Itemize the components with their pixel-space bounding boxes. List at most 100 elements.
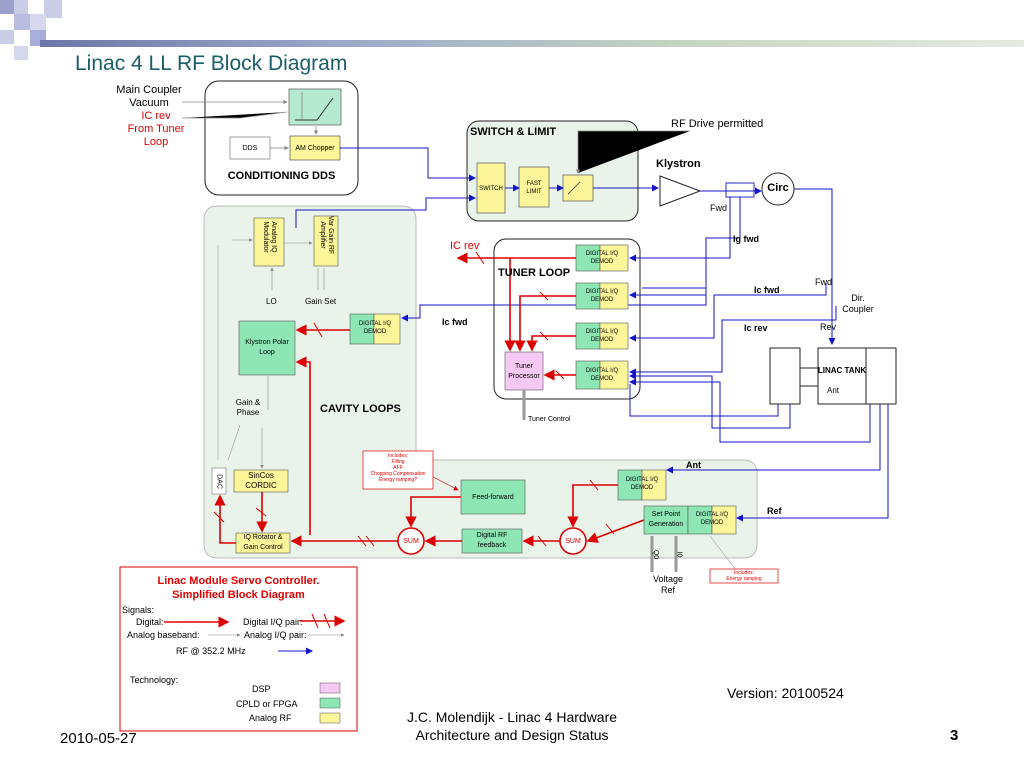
gain-set-label: Gain Set: [305, 297, 337, 306]
tuner-control-label: Tuner Control: [528, 416, 571, 423]
klystron-label: Klystron: [656, 158, 701, 170]
legend-rf: RF @ 352.2 MHz: [176, 646, 246, 656]
page-number: 3: [950, 727, 959, 744]
tank-cell-middle: [817, 347, 867, 405]
fwd-klystron-label: Fwd: [710, 203, 728, 213]
page-title: Linac 4 LL RF Block Diagram: [75, 52, 348, 75]
var-gain-amplifier: [313, 215, 339, 267]
klystron-polar-loop: [238, 320, 296, 376]
version-label: Version: 20100524: [727, 685, 844, 701]
tuner-demod-1-analog: [599, 244, 629, 272]
tuner-demod-2-analog: [599, 282, 629, 310]
digital-rf-feedback-block: [461, 528, 523, 554]
ig-fwd-label: Ig fwd: [733, 234, 759, 244]
fwd-coupler: [725, 182, 755, 198]
ic-rev-blue-label: Ic rev: [744, 323, 768, 333]
ref-demod-analog: [711, 505, 737, 535]
gain-phase-label: Gain &Phase: [235, 398, 261, 417]
tuner-processor-block: [504, 351, 544, 391]
ant-label: Ant: [686, 460, 701, 470]
set-point-generation: [643, 505, 689, 535]
switch-label: SWITCH: [479, 186, 503, 192]
rf-drive-permitted-label: RF Drive permitted: [671, 118, 764, 130]
analog-iq-modulator: [253, 217, 285, 267]
linac-tank-label: LINAC TANK: [817, 366, 867, 375]
tuner-demod-4-cpld: [575, 360, 601, 390]
vacuum-block: [288, 88, 342, 126]
switch-limit-title: SWITCH & LIMIT: [470, 126, 557, 138]
energy-ramping-note: Includes:Energy ramping: [726, 570, 762, 582]
tuner-demod-1-cpld: [575, 244, 601, 272]
legend-analog-iq: Analog I/Q pair:: [244, 630, 307, 640]
legend-analog-baseband: Analog baseband:: [127, 630, 200, 640]
includes-note-box: [362, 450, 434, 490]
legend-technology: Technology:: [130, 675, 179, 685]
ic-fwd-cavity-label: Ic fwd: [442, 317, 468, 327]
title-rule: [40, 40, 1024, 47]
legend-title: Linac Module Servo Controller.Simplified…: [157, 575, 320, 601]
sum-left-label: SUM: [403, 538, 419, 545]
ant-demod-cpld: [617, 469, 643, 501]
switch-block: [476, 162, 506, 214]
feed-forward-label: Feed-forward: [472, 494, 514, 501]
sum-right-label: SUM: [565, 538, 581, 545]
sincos-cordic: [233, 469, 289, 493]
date-label: 2010-05-27: [60, 730, 137, 747]
am-chopper-label: AM Chopper: [295, 145, 335, 152]
tank-ant-label: Ant: [826, 386, 839, 395]
ic-rev-tuner-label: IC rev: [450, 240, 480, 252]
rev-coupler-label: Rev: [820, 322, 837, 332]
lo-label: LO: [266, 297, 277, 306]
iq-rotator-label: IQ Rotator &Gain Control: [243, 534, 283, 551]
legend-cpld: CPLD or FPGA: [236, 699, 298, 709]
tuner-demod-3-cpld: [575, 322, 601, 350]
conditioning-dds-title: CONDITIONING DDS: [227, 170, 336, 182]
legend-digital-iq: Digital I/Q pair:: [243, 617, 303, 627]
legend-cpld-swatch: [319, 697, 341, 709]
tuner-loop-title: TUNER LOOP: [498, 267, 571, 279]
dac-block: [211, 467, 227, 495]
cavity-loops-title: CAVITY LOOPS: [320, 403, 401, 415]
permit-block: [562, 174, 594, 202]
ref-label: Ref: [767, 506, 782, 516]
q0-label: Q0: [652, 549, 660, 560]
tank-cell-right: [865, 347, 897, 405]
fwd-coupler-label: Fwd: [815, 277, 833, 287]
legend-dsp: DSP: [252, 684, 271, 694]
dir-coupler-label: Dir.Coupler: [842, 293, 874, 314]
fast-limit-block: [518, 166, 550, 208]
am-chopper-block: [289, 135, 341, 161]
i0-label: I0: [675, 551, 683, 558]
klystron-amplifier: [659, 175, 702, 207]
ant-demod-analog: [641, 469, 667, 501]
tuner-demod-4-analog: [599, 360, 629, 390]
dac-label: DAC: [215, 474, 223, 489]
legend-signals: Signals:: [122, 605, 155, 615]
legend-analog-swatch: [319, 712, 341, 724]
cavity-demod-analog: [373, 313, 401, 345]
legend-dsp-swatch: [319, 682, 341, 694]
legend-box: [119, 566, 358, 732]
circ-label: Circ: [767, 182, 789, 194]
dds-label: DDS: [242, 145, 258, 152]
